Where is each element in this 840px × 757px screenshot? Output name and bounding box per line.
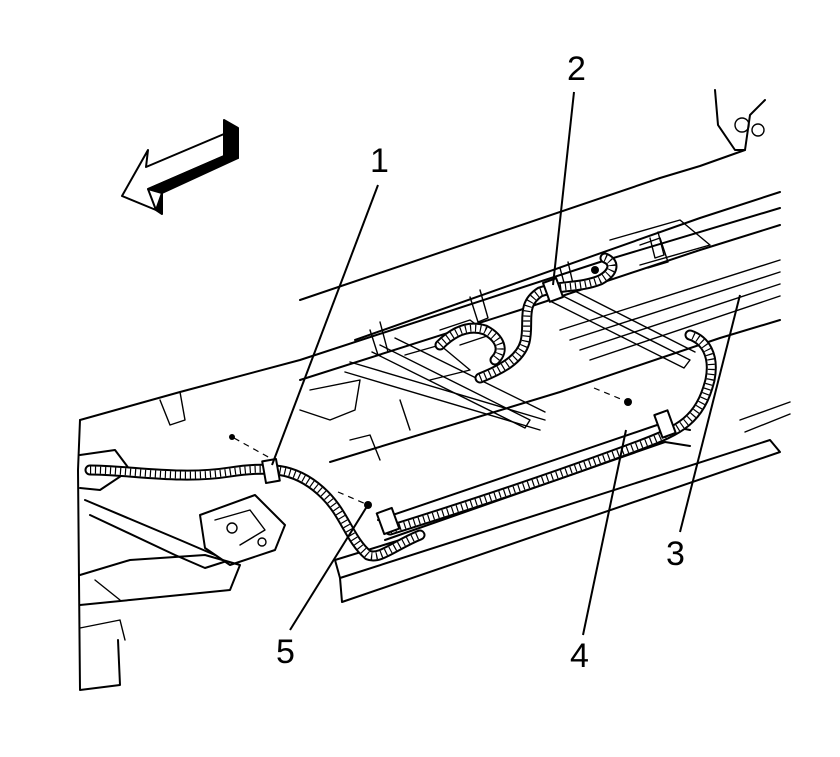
wiring-harness-conduit [84,252,717,562]
callout-5: 5 [276,633,295,671]
leader-4 [582,429,627,636]
callout-2: 2 [567,50,586,88]
callout-leaders [271,91,741,636]
front-direction-arrow-icon [121,119,239,215]
leader-2 [552,91,575,286]
callout-3: 3 [666,535,685,573]
callout-1: 1 [370,142,389,180]
callout-labels: 1 2 3 4 5 [276,50,685,675]
leader-5 [289,507,367,631]
leader-1 [271,184,379,466]
leader-3 [679,294,741,533]
vehicle-body-outline [77,89,791,691]
callout-4: 4 [570,637,589,675]
